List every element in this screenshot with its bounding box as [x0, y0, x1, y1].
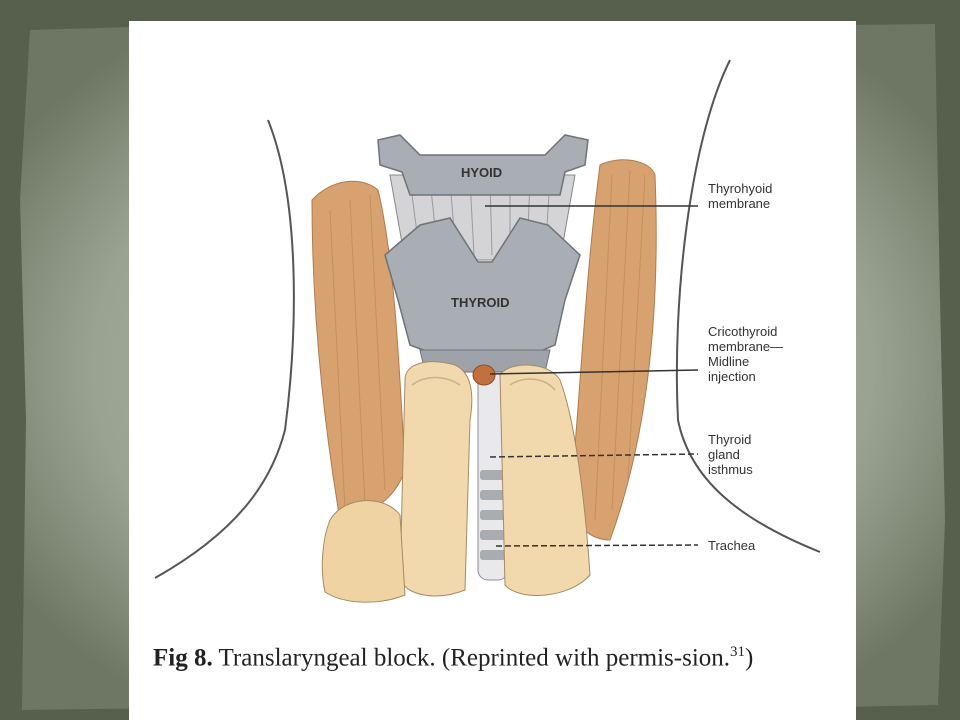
figure-caption: Fig 8. Translaryngeal block. (Reprinted …: [153, 634, 821, 676]
left-strap-muscle: [311, 180, 406, 521]
label-thyroid-isthmus: Thyroid gland isthmus: [708, 432, 753, 477]
caption-text: Translaryngeal block. (Reprinted with pe…: [218, 644, 731, 672]
finger-right: [499, 364, 591, 596]
thyroid-label: THYROID: [451, 295, 510, 310]
label-trachea: Trachea: [708, 538, 756, 553]
finger-left: [399, 361, 473, 597]
label-cricothyroid-membrane: Cricothyroid membrane— Midline injection: [708, 324, 784, 384]
leader-cricothyroid: [489, 369, 699, 375]
hyoid-label: HYOID: [461, 165, 503, 180]
hyoid-bone: [377, 134, 589, 196]
leader-trachea: [495, 544, 699, 547]
label-thyrohyoid-membrane: Thyrohyoid membrane: [708, 181, 773, 211]
finger-thumb: [321, 500, 406, 603]
injection-site: [472, 364, 496, 386]
neck-outline-right: [675, 59, 821, 553]
leader-isthmus: [489, 453, 699, 458]
caption-fig-label: Fig 8.: [153, 644, 213, 672]
caption-reference: 31: [730, 644, 746, 660]
right-strap-muscle: [569, 159, 657, 541]
neck-outline-left: [154, 119, 295, 579]
caption-close: ): [745, 644, 754, 672]
